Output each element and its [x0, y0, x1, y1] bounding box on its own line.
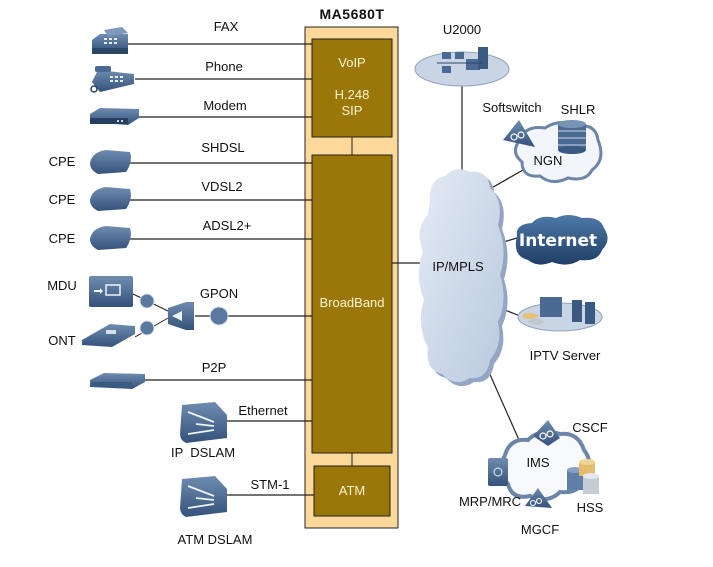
atm-dslam-icon[interactable] [180, 476, 227, 517]
splitter-icon[interactable] [168, 302, 194, 330]
ip-dslam-icon[interactable] [180, 402, 227, 443]
device-title: MA5680T [320, 6, 385, 22]
mgcf-icon[interactable] [525, 488, 552, 508]
fiber-connector-icon [139, 293, 229, 336]
u2000-label: U2000 [443, 22, 481, 37]
cpe-label-1: CPE [49, 154, 76, 169]
ip-mpls-label: IP/MPLS [432, 259, 484, 274]
mrp-mrc-label: MRP/MRC [459, 494, 521, 509]
fax-icon[interactable] [92, 27, 128, 54]
broadband-label: BroadBand [319, 295, 384, 310]
voip-label: VoIP [338, 55, 365, 70]
ont-label: ONT [48, 333, 76, 348]
shlr-label: SHLR [561, 102, 596, 117]
cpe-icon[interactable] [90, 226, 131, 250]
mdu-icon[interactable] [89, 276, 133, 307]
iptv-label: IPTV Server [530, 348, 601, 363]
shlr-database-icon[interactable] [558, 120, 586, 154]
ims-label: IMS [526, 455, 549, 470]
link-label-phone: Phone [205, 59, 243, 74]
cscf-icon[interactable] [533, 420, 560, 446]
hss-database-icon[interactable] [567, 459, 599, 494]
mrp-mrc-icon[interactable] [488, 458, 508, 486]
link-label-ethernet: Ethernet [238, 403, 288, 418]
ip-dslam-label: IP DSLAM [171, 445, 235, 460]
sip-label: SIP [342, 103, 363, 118]
internet-cloud[interactable]: Internet [515, 215, 608, 265]
link-label-gpon: GPON [200, 286, 238, 301]
link-label-vdsl2: VDSL2 [201, 179, 242, 194]
mdu-label: MDU [47, 278, 77, 293]
internet-label: Internet [519, 231, 597, 251]
link-label-stm1: STM-1 [251, 477, 290, 492]
cpe-icon[interactable] [90, 150, 131, 174]
phone-icon[interactable] [90, 66, 134, 93]
atm-dslam-label: ATM DSLAM [178, 532, 253, 547]
h248-label: H.248 [335, 87, 370, 102]
cpe-icon[interactable] [90, 187, 131, 211]
iptv-server-icon[interactable] [517, 297, 603, 332]
cscf-label: CSCF [572, 420, 607, 435]
link-label-fax: FAX [214, 19, 239, 34]
cpe-label-2: CPE [49, 192, 76, 207]
link-label-adsl2: ADSL2+ [203, 218, 252, 233]
ont-icon[interactable] [82, 324, 135, 347]
softswitch-label: Softswitch [482, 100, 541, 115]
hss-label: HSS [577, 500, 604, 515]
switch-icon[interactable] [90, 373, 145, 389]
ngn-label: NGN [534, 153, 563, 168]
cpe-label-3: CPE [49, 231, 76, 246]
ip-mpls-cloud[interactable]: IP/MPLS [418, 169, 508, 387]
voip-block[interactable] [311, 38, 393, 138]
left-link-lines [128, 43, 314, 496]
mgcf-label: MGCF [521, 522, 559, 537]
modem-icon[interactable] [90, 108, 139, 125]
link-label-p2p: P2P [202, 360, 227, 375]
link-label-shdsl: SHDSL [201, 140, 244, 155]
atm-label: ATM [339, 483, 365, 498]
ims-link [487, 369, 520, 441]
link-label-modem: Modem [203, 98, 246, 113]
u2000-icon[interactable] [414, 47, 510, 87]
atm-block[interactable] [313, 465, 391, 517]
softswitch-icon[interactable] [503, 120, 535, 147]
